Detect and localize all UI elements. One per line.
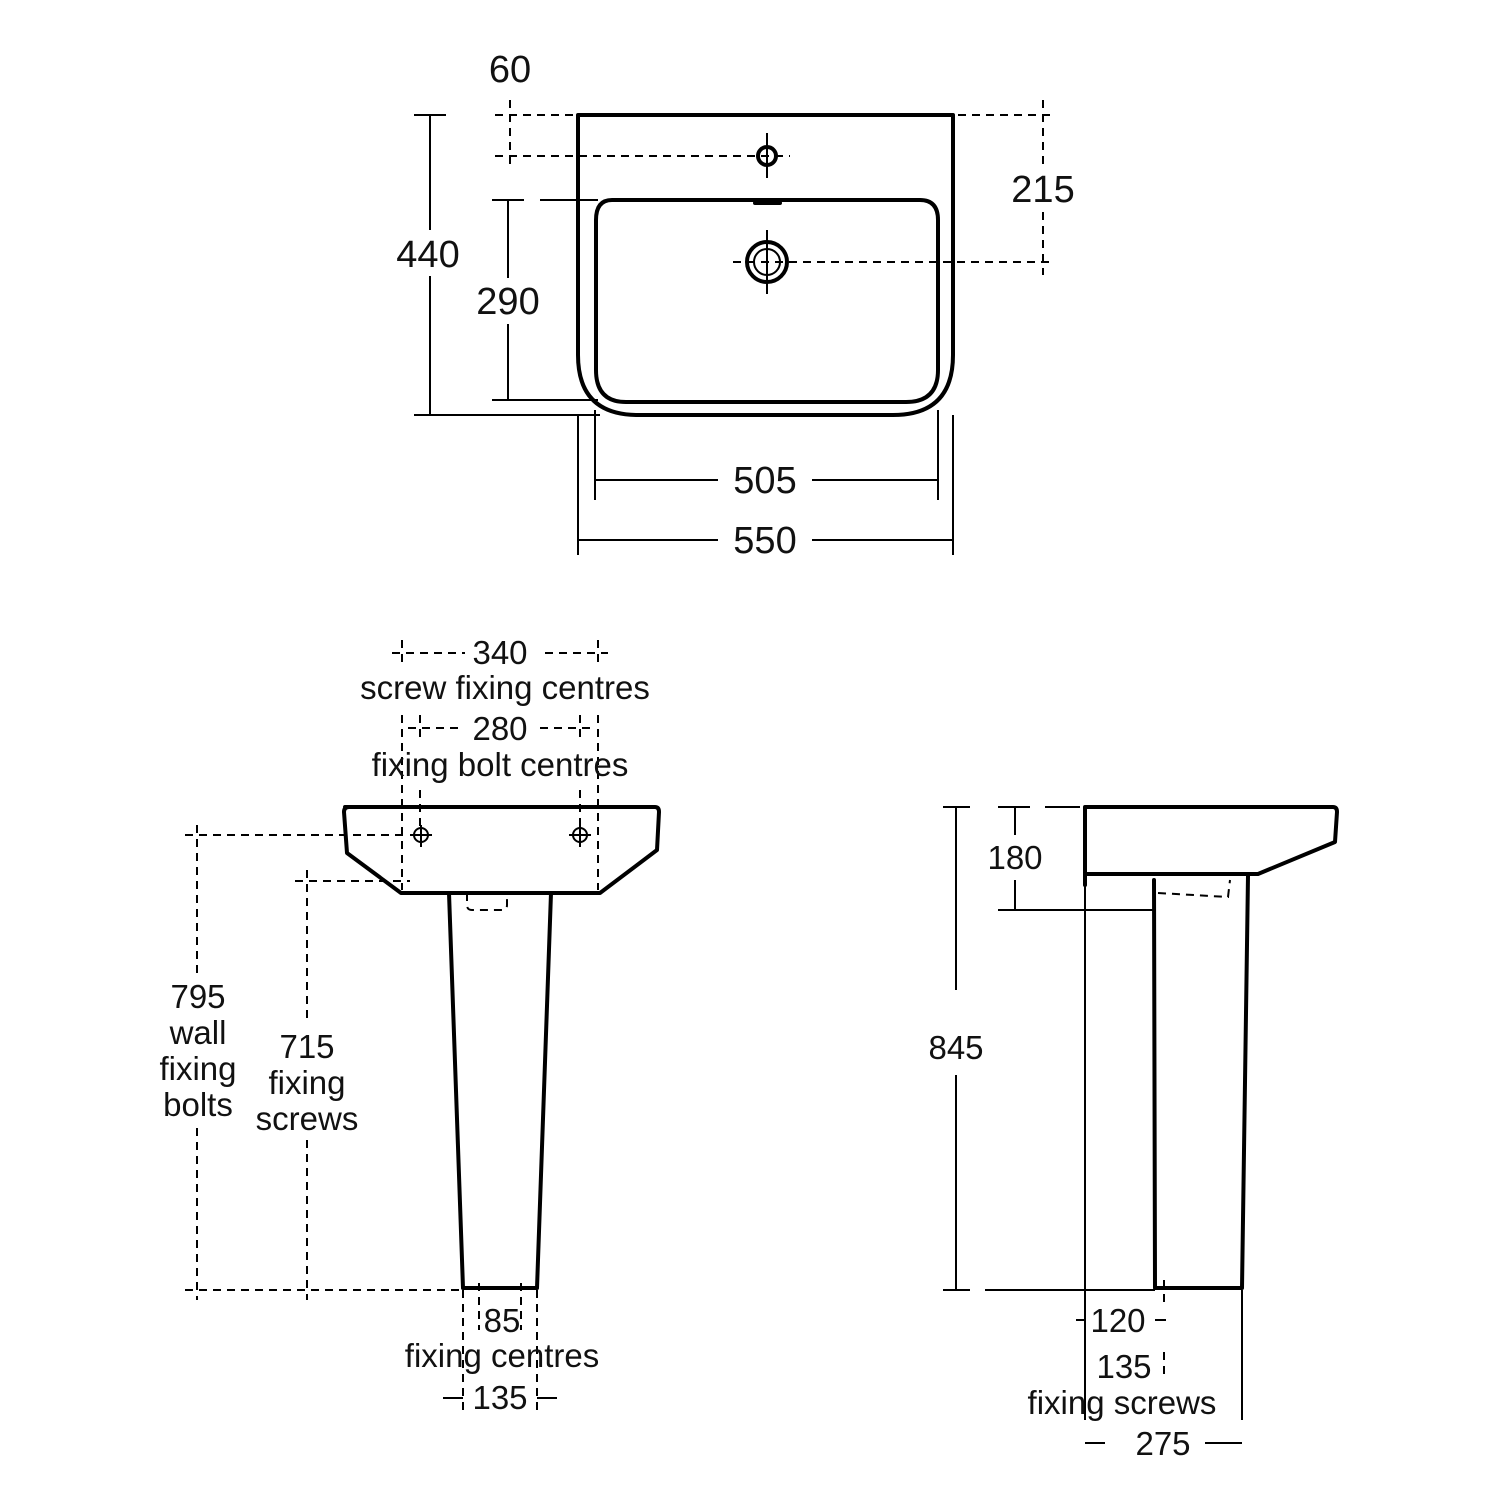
front-pedestal-outline xyxy=(447,891,553,1290)
dim-wall-bolts: 795 xyxy=(170,978,225,1015)
label-fixing-screws-1: fixing xyxy=(268,1064,345,1101)
front-basin-outline xyxy=(342,805,661,895)
label-screw-centres: screw fixing centres xyxy=(360,669,650,706)
dim-tap-hole-offset: 60 xyxy=(489,49,531,91)
label-side-screws: fixing screws xyxy=(1028,1384,1217,1421)
dim-screw-centres: 340 xyxy=(472,634,527,671)
dim-overall-width: 550 xyxy=(733,520,796,562)
basin-outer-outline xyxy=(576,113,955,417)
dim-foot-width: 135 xyxy=(472,1379,527,1416)
dim-overall-height: 845 xyxy=(928,1029,983,1066)
label-bolt-centres: fixing bolt centres xyxy=(372,746,629,783)
label-foot-centres: fixing centres xyxy=(405,1337,599,1374)
dim-foot-centres: 85 xyxy=(484,1302,521,1339)
label-wall-bolts-3: bolts xyxy=(163,1086,233,1123)
dim-basin-height: 180 xyxy=(987,839,1042,876)
front-view: 340 screw fixing centres 280 fixing bolt… xyxy=(159,634,661,1416)
plan-view: 60 440 290 215 505 550 xyxy=(390,49,1085,562)
dim-fixing-screws: 715 xyxy=(279,1028,334,1065)
dim-overall-depth: 440 xyxy=(396,234,459,276)
side-pedestal-outline xyxy=(1152,874,1250,1290)
dim-side-screws: 135 xyxy=(1096,1348,1151,1385)
dim-overall-projection: 275 xyxy=(1135,1425,1190,1462)
dim-waste-from-wall: 215 xyxy=(1011,169,1074,211)
dim-bowl-width: 505 xyxy=(733,460,796,502)
bowl-outline xyxy=(594,198,940,404)
dim-pedestal-depth: 120 xyxy=(1090,1302,1145,1339)
label-wall-bolts-1: wall xyxy=(169,1014,227,1051)
side-basin-outline xyxy=(1083,805,1339,887)
label-wall-bolts-2: fixing xyxy=(159,1050,236,1087)
side-view: 180 845 120 135 fixing screws 275 xyxy=(928,805,1339,1462)
dim-bowl-depth: 290 xyxy=(476,281,539,323)
dim-bolt-centres: 280 xyxy=(472,710,527,747)
label-fixing-screws-2: screws xyxy=(256,1100,359,1137)
